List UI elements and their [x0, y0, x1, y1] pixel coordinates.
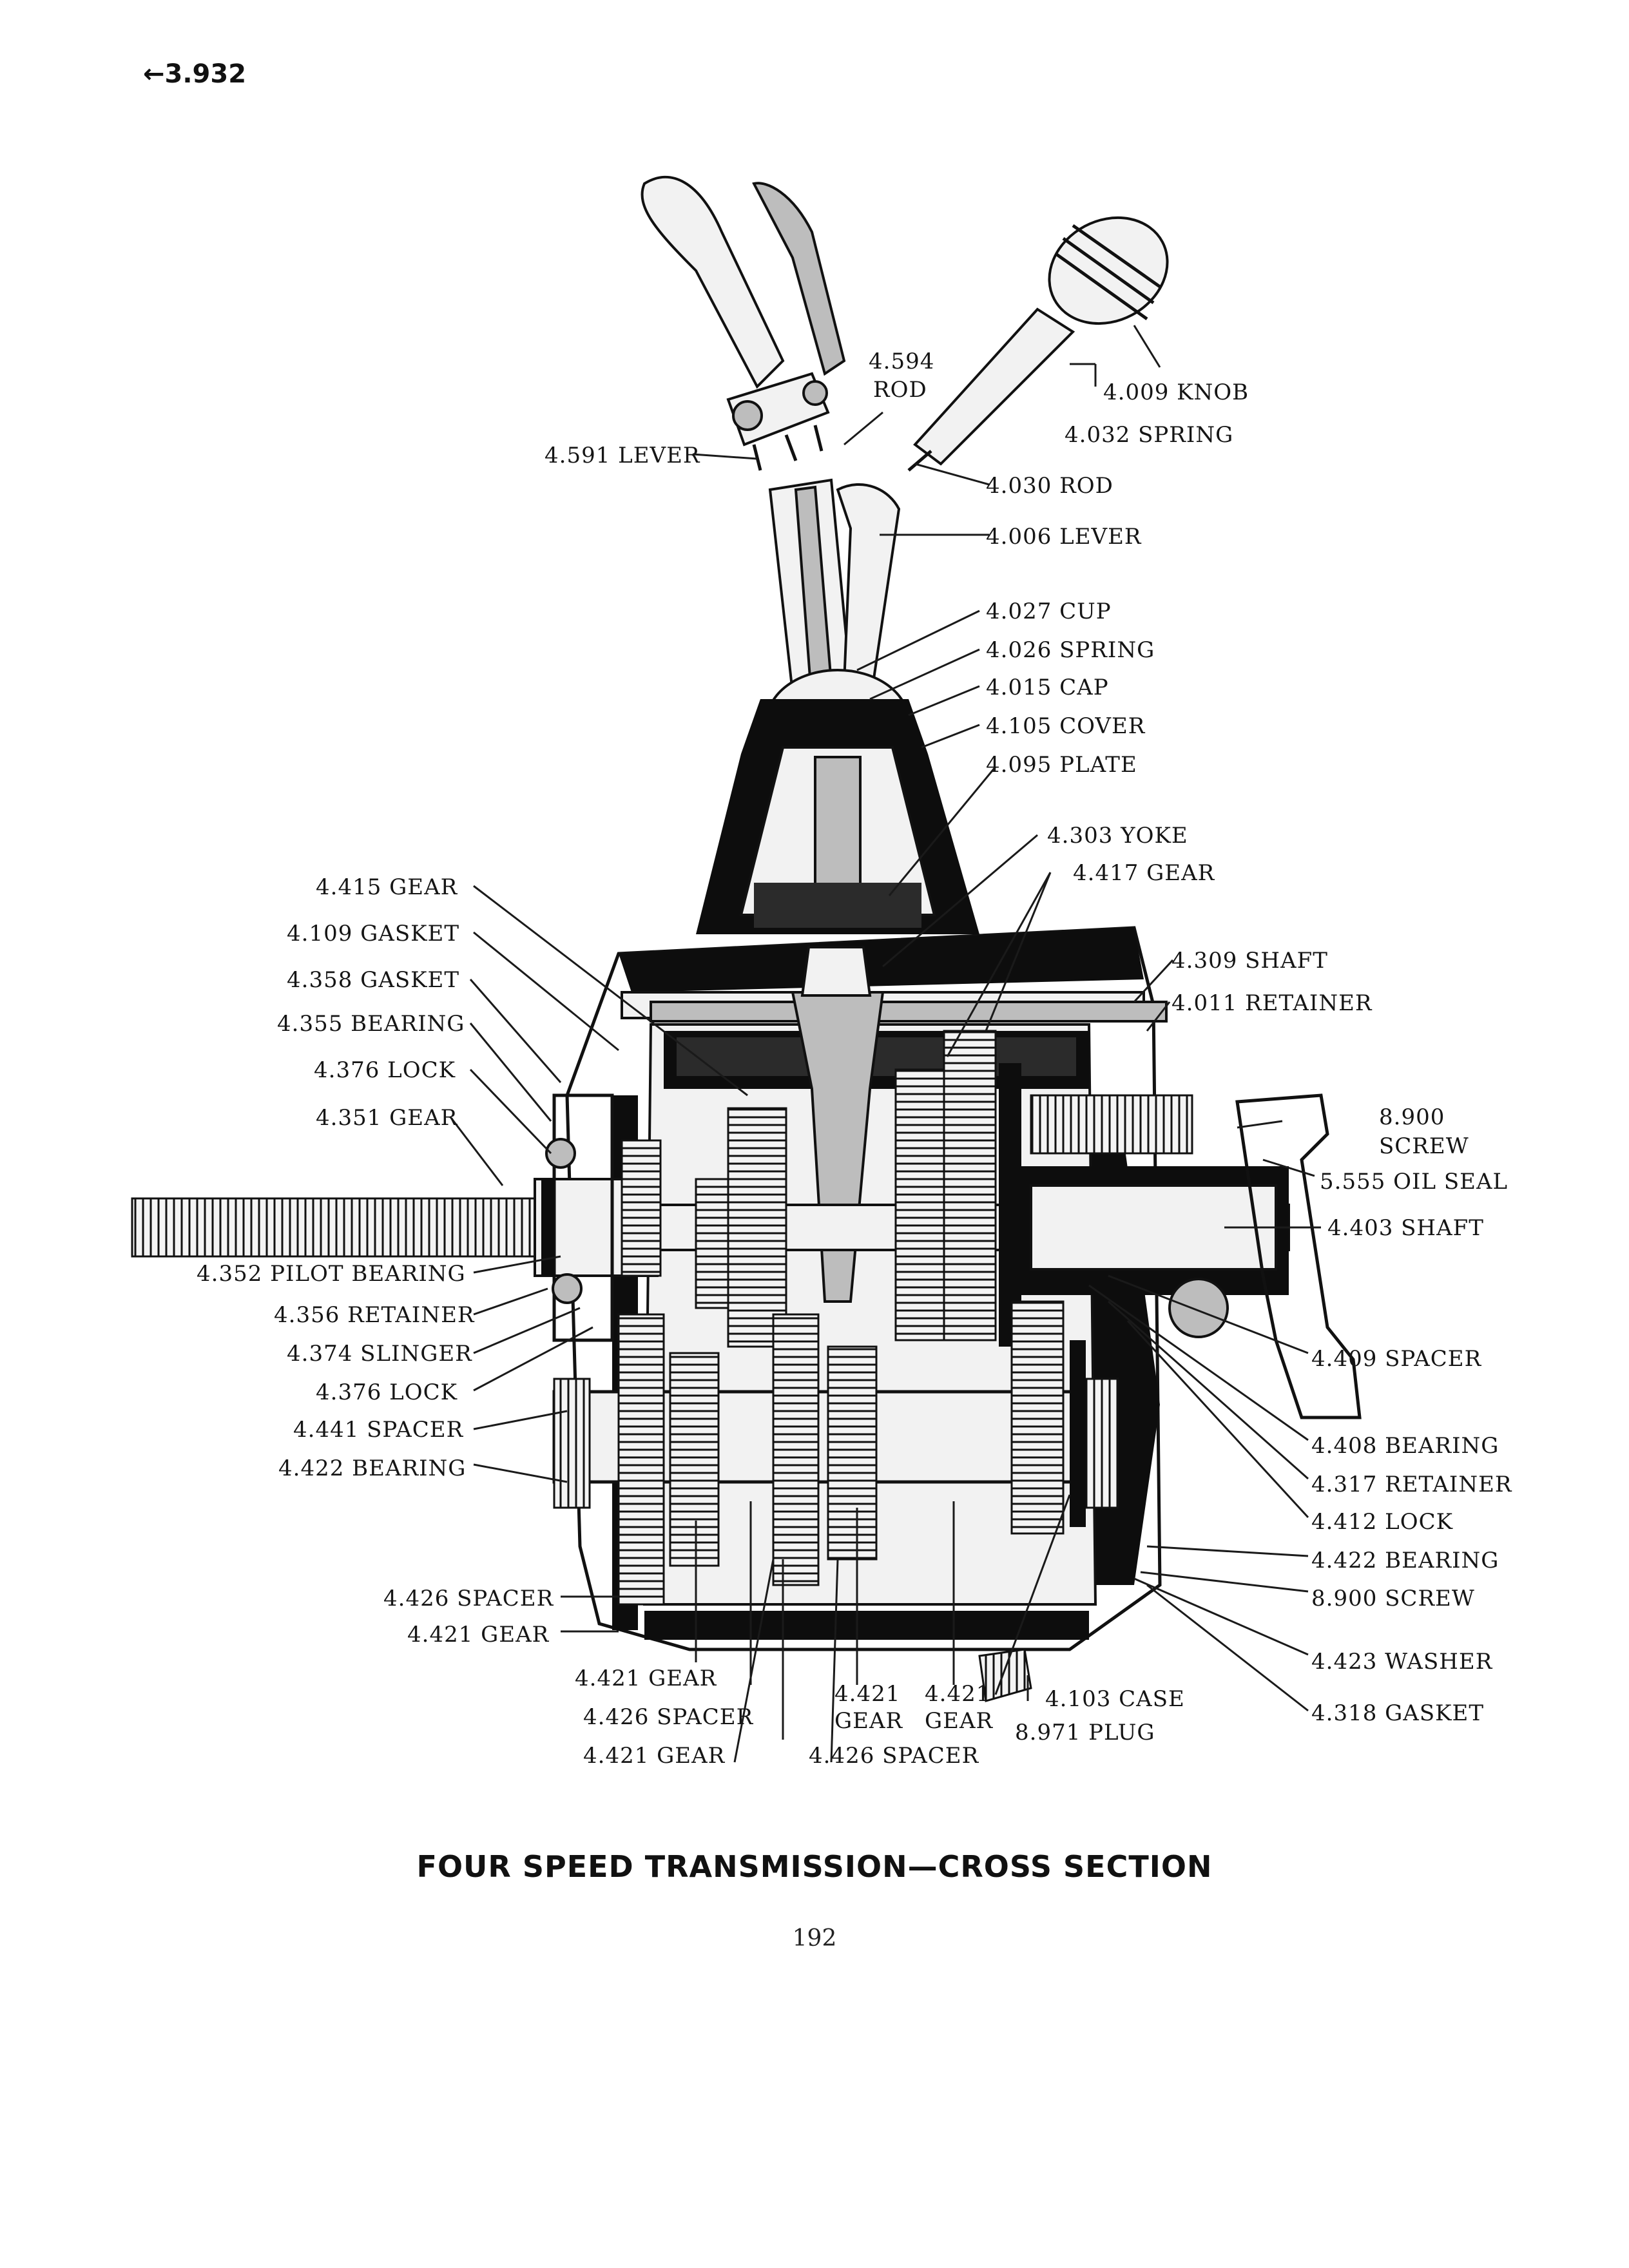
label-4027-cup: 4.027 CUP [986, 599, 1112, 624]
label-4303-yoke: 4.303 YOKE [1047, 823, 1188, 849]
label-4421-number-bottom-c: 4.421 [925, 1681, 990, 1707]
label-4409-spacer: 4.409 SPACER [1311, 1346, 1482, 1372]
label-4421-number-bottom-b: 4.421 [834, 1681, 900, 1707]
label-4006-lever: 4.006 LEVER [986, 524, 1142, 550]
transmission-cross-section-diagram: 4.594 ROD 4.009 KNOB 4.032 SPRING 4.591 … [131, 175, 1512, 1769]
label-4417-gear: 4.417 GEAR [1073, 860, 1215, 886]
label-4426-spacer-bottom-b: 4.426 SPACER [809, 1743, 979, 1769]
drain-plug [978, 1648, 1032, 1702]
label-4422-bearing-left: 4.422 BEARING [278, 1456, 466, 1481]
label-5555-oil-seal: 5.555 OIL SEAL [1320, 1169, 1508, 1195]
label-4594-name: ROD [873, 377, 927, 403]
label-4421-name-bottom-c: GEAR [925, 1708, 994, 1734]
figure-caption: FOUR SPEED TRANSMISSION—CROSS SECTION [416, 1849, 1213, 1884]
label-4032-spring: 4.032 SPRING [1065, 422, 1233, 448]
leader-lines [450, 325, 1321, 1763]
label-4317-retainer: 4.317 RETAINER [1311, 1472, 1512, 1497]
shift-tower [696, 699, 979, 934]
label-4105-cover: 4.105 COVER [986, 713, 1146, 739]
label-4421-gear-bottom-d: 4.421 GEAR [583, 1743, 726, 1769]
label-4103-case: 4.103 CASE [1045, 1686, 1185, 1712]
knob-and-rod [907, 216, 1169, 472]
label-4356-retainer: 4.356 RETAINER [274, 1302, 475, 1328]
label-8900-number-upper: 8.900 [1379, 1104, 1445, 1130]
label-4095-plate: 4.095 PLATE [986, 752, 1137, 778]
rear-housing [1168, 1093, 1362, 1419]
label-4408-bearing: 4.408 BEARING [1311, 1433, 1499, 1459]
label-4594-number: 4.594 [869, 349, 934, 374]
main-shift-lever [768, 478, 901, 695]
page-number: 192 [792, 1925, 837, 1952]
label-4426-spacer-bottom-a: 4.426 SPACER [583, 1704, 754, 1730]
label-4415-gear: 4.415 GEAR [316, 874, 458, 900]
label-4355-bearing: 4.355 BEARING [277, 1011, 465, 1037]
label-4376-lock-upper: 4.376 LOCK [314, 1057, 456, 1083]
shift-rail-and-yoke [650, 946, 1168, 1303]
label-4374-slinger: 4.374 SLINGER [287, 1341, 472, 1367]
label-8971-plug: 8.971 PLUG [1015, 1720, 1155, 1745]
label-4412-lock: 4.412 LOCK [1311, 1509, 1453, 1535]
label-4011-retainer: 4.011 RETAINER [1171, 990, 1373, 1016]
transmission-drawing [131, 175, 1362, 1702]
page-reference: ←3.932 [143, 59, 247, 89]
label-4026-spring: 4.026 SPRING [986, 637, 1155, 663]
part-labels: 4.594 ROD 4.009 KNOB 4.032 SPRING 4.591 … [197, 349, 1512, 1769]
label-4422-bearing-right: 4.422 BEARING [1311, 1548, 1499, 1573]
label-4591-lever: 4.591 LEVER [545, 443, 700, 468]
label-4423-washer: 4.423 WASHER [1311, 1649, 1493, 1675]
label-4009-knob: 4.009 KNOB [1103, 380, 1249, 405]
upper-gears [621, 1030, 1021, 1348]
label-4403-shaft: 4.403 SHAFT [1327, 1215, 1484, 1241]
label-4421-gear-bottom-a: 4.421 GEAR [575, 1666, 717, 1691]
label-4376-lock-lower: 4.376 LOCK [316, 1379, 458, 1405]
label-4309-shaft: 4.309 SHAFT [1171, 948, 1328, 974]
label-4015-cap: 4.015 CAP [986, 675, 1109, 700]
label-4318-gasket: 4.318 GASKET [1311, 1700, 1484, 1726]
label-4351-gear: 4.351 GEAR [316, 1105, 458, 1131]
label-8900-name-upper: SCREW [1379, 1133, 1469, 1159]
shift-lever-upper [641, 175, 846, 471]
label-4421-name-bottom-b: GEAR [834, 1708, 903, 1734]
label-4421-gear-left: 4.421 GEAR [407, 1622, 550, 1648]
label-4352-pilot-bearing: 4.352 PILOT BEARING [197, 1261, 466, 1287]
label-4441-spacer: 4.441 SPACER [293, 1417, 464, 1443]
label-8900-screw-lower: 8.900 SCREW [1311, 1586, 1475, 1611]
lower-gears [617, 1300, 1086, 1606]
label-4109-gasket: 4.109 GASKET [287, 921, 459, 947]
label-4358-gasket: 4.358 GASKET [287, 967, 459, 993]
label-4030-rod: 4.030 ROD [986, 473, 1113, 499]
label-4426-spacer-left: 4.426 SPACER [383, 1586, 554, 1611]
